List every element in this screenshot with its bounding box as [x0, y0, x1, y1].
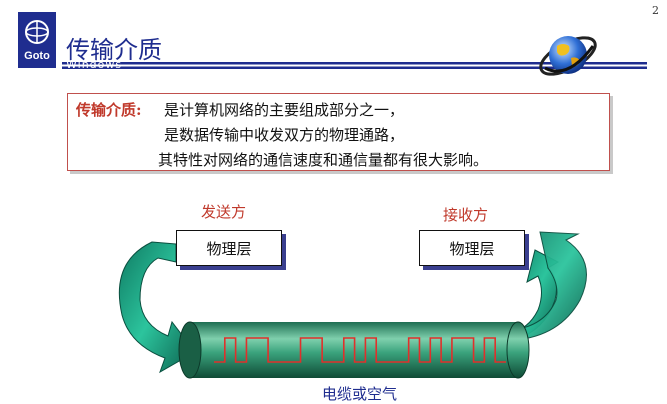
- transmission-medium-tube: [188, 322, 518, 378]
- definition-term: 传输介质:: [76, 101, 142, 119]
- right-curved-arrow-tail: [511, 231, 587, 341]
- definition-line-2: 是数据传输中收发双方的物理通路，: [164, 126, 405, 144]
- goto-logo-icon: Goto: [18, 12, 56, 68]
- receiver-layer-label: 物理层: [449, 239, 495, 258]
- header-rule: [62, 62, 647, 69]
- page-number: 2: [652, 4, 659, 17]
- tube-right-end: [506, 321, 530, 379]
- signal-waveform: [214, 337, 506, 363]
- receiver-physical-layer-box: 物理层: [419, 230, 525, 266]
- receiver-label: 接收方: [443, 206, 489, 224]
- left-curved-arrow: [118, 241, 196, 374]
- logo-text: Goto: [24, 50, 50, 62]
- definition-line-3: 其特性对网络的通信速度和通信量都有很大影响。: [158, 151, 489, 169]
- sender-label: 发送方: [201, 203, 247, 221]
- definition-line-1: 是计算机网络的主要组成部分之一，: [164, 101, 405, 119]
- title-watermark: Windows: [66, 58, 123, 71]
- slide-title: 传输介质: [66, 36, 162, 64]
- sender-layer-label: 物理层: [206, 239, 252, 258]
- definition-box: 传输介质: 是计算机网络的主要组成部分之一， 是数据传输中收发双方的物理通路， …: [67, 93, 610, 171]
- globe-icon: [539, 36, 597, 76]
- medium-label: 电缆或空气: [322, 385, 398, 403]
- sender-physical-layer-box: 物理层: [176, 230, 282, 266]
- tube-left-end: [178, 321, 202, 379]
